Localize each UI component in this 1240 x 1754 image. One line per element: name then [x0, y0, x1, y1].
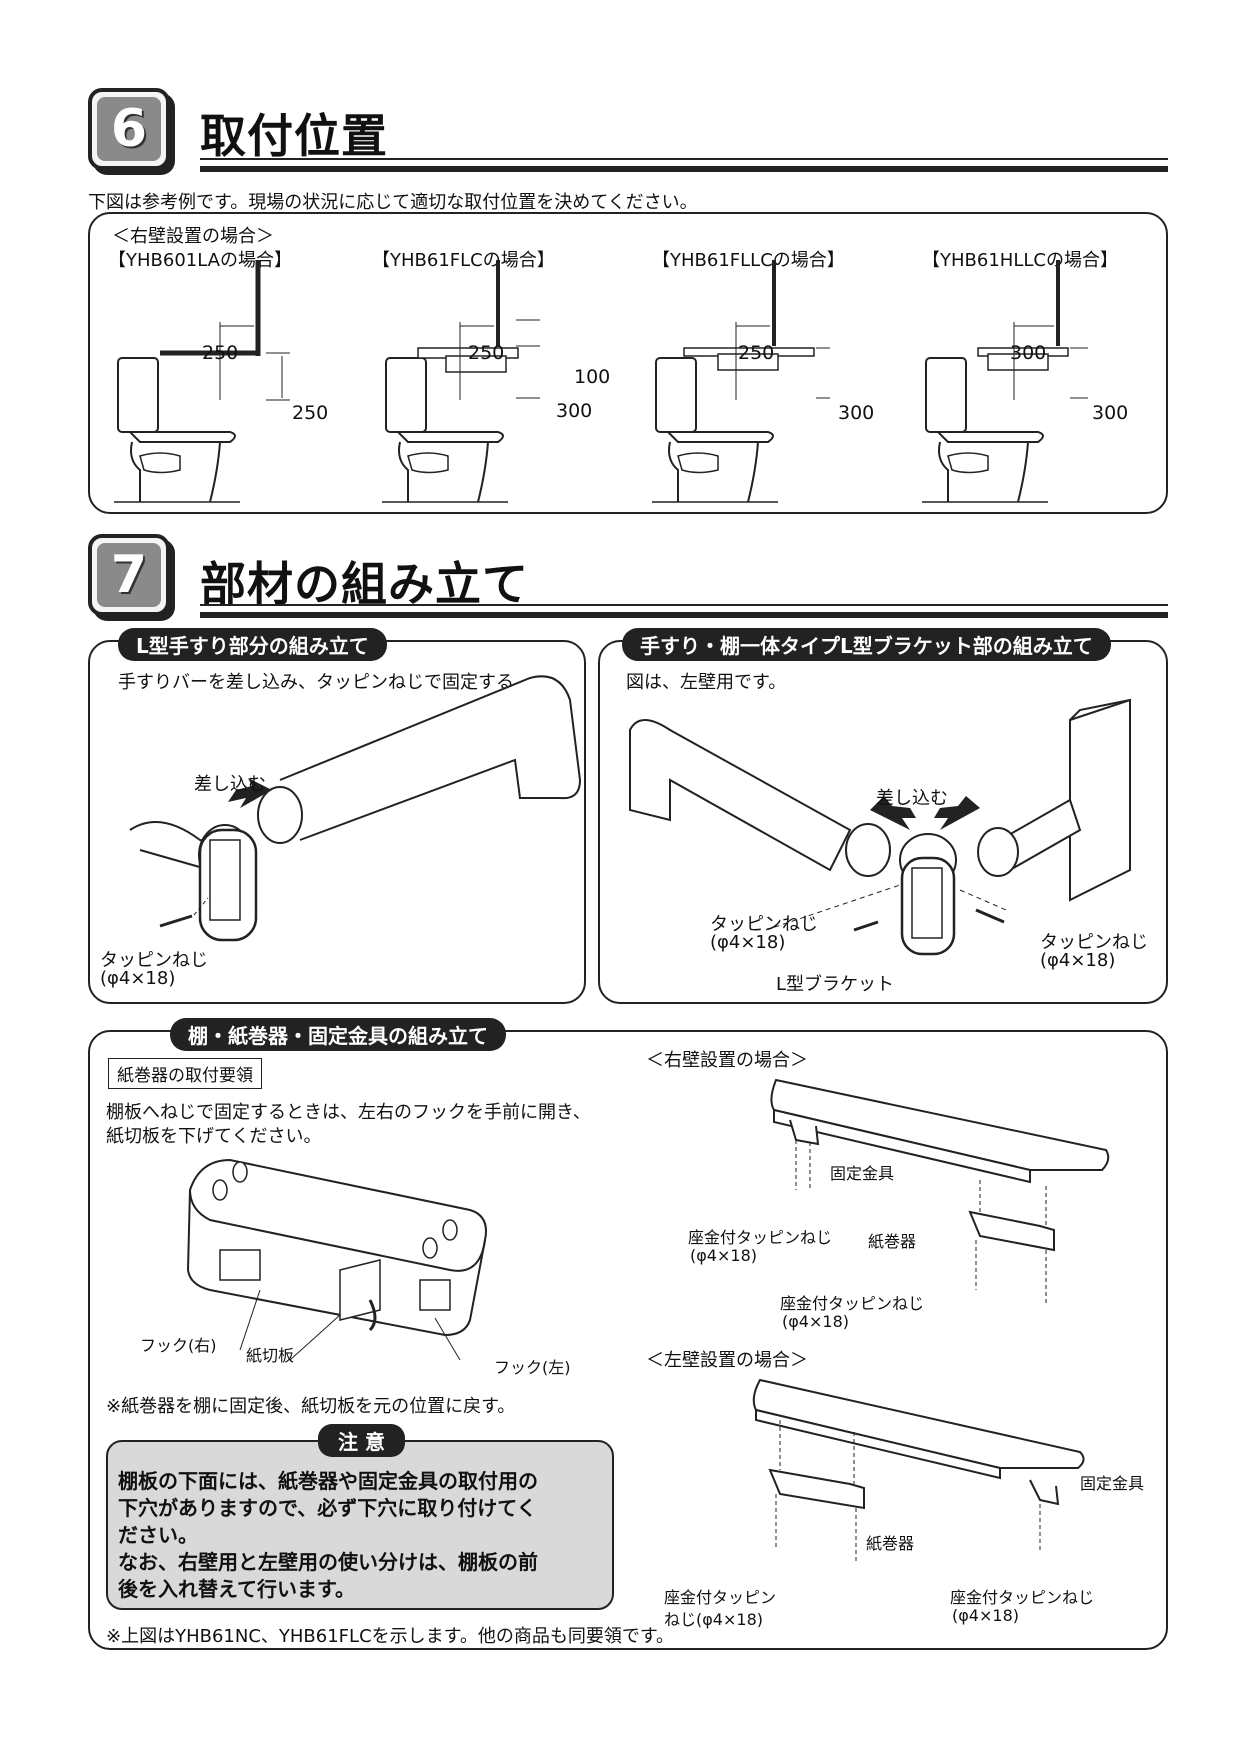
dim-3-horizontal: 250: [738, 342, 775, 364]
dim-2-vertical-2: 300: [556, 400, 593, 422]
toilet-diagram-4: [921, 260, 1088, 503]
panel-r-screw-left-size: (φ4×18): [710, 932, 786, 953]
section-6-number: 6: [97, 97, 161, 161]
dim-3-vertical: 300: [838, 402, 875, 424]
panel-l-screw-size: (φ4×18): [100, 968, 176, 989]
section-6-subheading: ＜右壁設置の場合＞: [112, 226, 274, 247]
section-6-title: 取付位置: [200, 109, 388, 163]
shelf-instruction-2: 紙切板を下げてください。: [106, 1126, 322, 1147]
caution-box: [106, 1440, 614, 1610]
bracket-assembly-diagram: [629, 698, 1131, 956]
paper-holder-box-label: 紙巻器の取付要領: [108, 1058, 262, 1089]
panel-shelf-title: 棚・紙巻器・固定金具の組み立て: [170, 1018, 506, 1051]
section-7-number: 7: [97, 543, 161, 607]
dim-4-vertical: 300: [1092, 402, 1129, 424]
panel-l-text: 手すりバーを差し込み、タッピンねじで固定する。: [118, 672, 532, 693]
paper-holder-diagram: [186, 1158, 487, 1361]
left-wall-heading: ＜左壁設置の場合＞: [646, 1350, 808, 1371]
caution-line-2: 下穴がありますので、必ず下穴に取り付けてく: [118, 1496, 537, 1520]
panel-r-screw-left-label: タッピンねじ: [710, 914, 818, 935]
left-paper-label: 紙巻器: [866, 1534, 915, 1553]
shelf-note: ※紙巻器を棚に固定後、紙切板を元の位置に戻す。: [106, 1396, 516, 1417]
left-wall-shelf-diagram: [752, 1378, 1085, 1562]
right-wall-shelf-diagram: [770, 1078, 1110, 1306]
left-washer-a-line2: ねじ(φ4×18): [664, 1610, 763, 1629]
caution-line-1: 棚板の下面には、紙巻器や固定金具の取付用の: [118, 1469, 538, 1493]
toilet-diagrams: [113, 260, 1088, 503]
right-washer-size: (φ4×18): [690, 1246, 757, 1265]
dim-2-horizontal: 250: [468, 342, 505, 364]
left-washer-b-line2: (φ4×18): [952, 1606, 1019, 1625]
right-washer-size2: (φ4×18): [782, 1312, 849, 1331]
caution-line-4: なお、右壁用と左壁用の使い分けは、棚板の前: [118, 1550, 538, 1574]
dim-2-vertical-1: 100: [574, 366, 611, 388]
hook-left-label: フック(左): [494, 1358, 571, 1377]
caution-title: 注 意: [318, 1424, 405, 1457]
toilet-diagram-1: [113, 260, 290, 503]
toilet-diagram-3: [651, 260, 830, 503]
cutter-label: 紙切板: [246, 1346, 295, 1365]
panel-r-bracket-label: L型ブラケット: [776, 974, 895, 995]
panel-shelf: [88, 1030, 1168, 1650]
caution-text: 棚板の下面には、紙巻器や固定金具の取付用の 下穴がありますので、必ず下穴に取り付…: [118, 1468, 608, 1603]
panel-r-title: 手すり・棚一体タイプL型ブラケット部の組み立て: [622, 628, 1111, 661]
dim-1-horizontal: 250: [202, 342, 239, 364]
right-fixing-label: 固定金具: [830, 1164, 895, 1183]
section-7-rule: [200, 604, 1168, 618]
caution-line-5: 後を入れ替えて行います。: [118, 1577, 355, 1601]
right-washer-screw-label: 座金付タッピンねじ: [688, 1228, 833, 1247]
section-7-number-badge: 7: [88, 534, 170, 616]
caution-line-3: ださい。: [118, 1523, 198, 1547]
panel-r-screw-right-label: タッピンねじ: [1040, 932, 1148, 953]
left-washer-b-line1: 座金付タッピンねじ: [950, 1588, 1095, 1607]
right-washer-screw2-label: 座金付タッピンねじ: [780, 1294, 925, 1313]
model-label-3: 【YHB61FLLCの場合】: [652, 250, 845, 271]
model-label-2: 【YHB61FLCの場合】: [372, 250, 555, 271]
dim-4-horizontal: 300: [1010, 342, 1047, 364]
section-7-title: 部材の組み立て: [200, 557, 529, 611]
section-6-rule: [200, 158, 1168, 172]
shelf-instruction-1: 棚板へねじで固定するときは、左右のフックを手前に開き、: [106, 1102, 591, 1123]
section-6-diagram-box: ＜右壁設置の場合＞: [88, 212, 1168, 514]
model-label-1: 【YHB601LAの場合】: [108, 250, 292, 271]
left-fixing-label: 固定金具: [1080, 1474, 1145, 1493]
panel-l-screw-label: タッピンねじ: [100, 950, 208, 971]
panel-r-screw-right-size: (φ4×18): [1040, 950, 1116, 971]
right-paper-label: 紙巻器: [868, 1232, 917, 1251]
dim-1-vertical: 250: [292, 402, 329, 424]
section-6-number-badge: 6: [88, 88, 170, 170]
panel-l-title: L型手すり部分の組み立て: [118, 628, 387, 661]
toilet-diagram-2: [381, 260, 540, 503]
right-wall-heading: ＜右壁設置の場合＞: [646, 1050, 808, 1071]
hook-right-label: フック(右): [140, 1336, 217, 1355]
panel-r-text: 図は、左壁用です。: [626, 672, 787, 693]
shelf-footnote: ※上図はYHB61NC、YHB61FLCを示します。他の商品も同要領です。: [106, 1626, 675, 1647]
model-label-4: 【YHB61HLLCの場合】: [922, 250, 1118, 271]
panel-l-insert-label: 差し込む: [194, 774, 266, 795]
section-6-intro: 下図は参考例です。現場の状況に応じて適切な取付位置を決めてください。: [88, 192, 698, 213]
handrail-assembly-diagram: [129, 675, 582, 942]
panel-r-insert-label: 差し込む: [876, 788, 948, 809]
left-washer-a-line1: 座金付タッピン: [664, 1588, 777, 1607]
